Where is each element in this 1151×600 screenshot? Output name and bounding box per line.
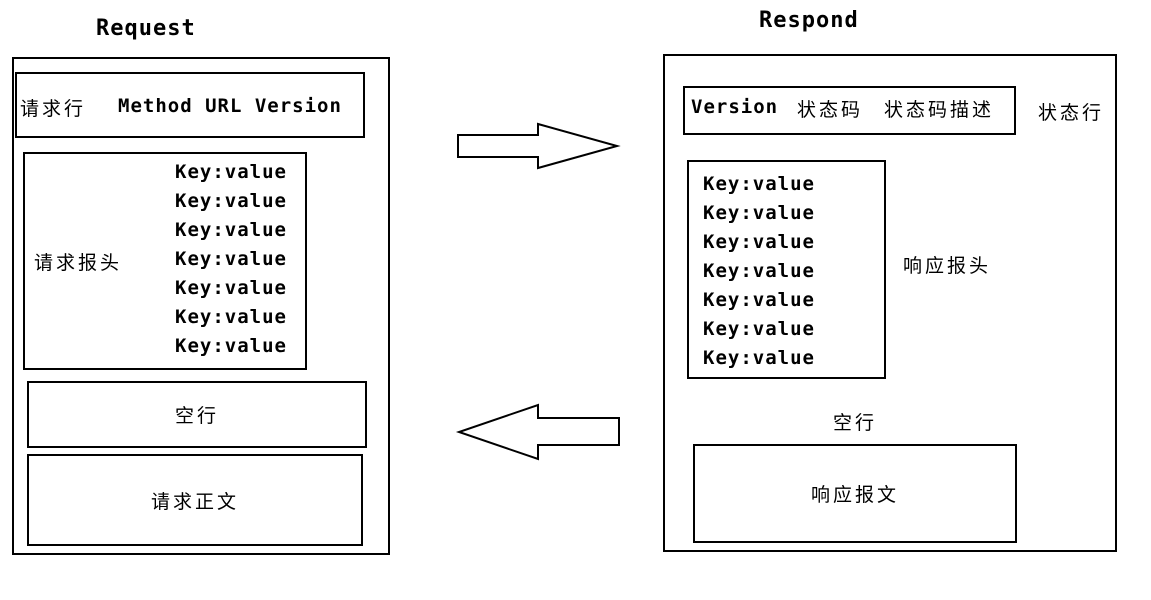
response-header-item: Key:value: [703, 173, 815, 195]
status-line-box: Version 状态码 状态码描述: [683, 86, 1016, 135]
response-headers-list: Key:value Key:value Key:value Key:value …: [703, 170, 815, 373]
request-headers-box: 请求报头 Key:value Key:value Key:value Key:v…: [23, 152, 307, 370]
request-header-item: Key:value: [175, 190, 287, 212]
response-header-item: Key:value: [703, 347, 815, 369]
status-line-desc: 状态码描述: [884, 99, 995, 121]
request-blank-line-box: 空行: [27, 381, 367, 448]
response-headers-box: Key:value Key:value Key:value Key:value …: [687, 160, 886, 379]
response-body-label: 响应报文: [810, 484, 899, 506]
response-header-item: Key:value: [703, 318, 815, 340]
response-body-box: 响应报文: [693, 444, 1017, 543]
request-line-label: 请求行: [20, 98, 87, 120]
status-line-code: 状态码: [797, 99, 864, 121]
status-line-version: Version: [691, 96, 779, 118]
request-header-item: Key:value: [175, 306, 287, 328]
right-arrow-icon: [457, 122, 621, 170]
request-body-box: 请求正文: [27, 454, 363, 546]
request-headers-label: 请求报头: [34, 252, 123, 274]
request-header-item: Key:value: [175, 219, 287, 241]
status-line-label: 状态行: [1038, 102, 1105, 124]
response-header-item: Key:value: [703, 231, 815, 253]
request-header-item: Key:value: [175, 248, 287, 270]
request-headers-list: Key:value Key:value Key:value Key:value …: [175, 158, 287, 361]
response-header-item: Key:value: [703, 260, 815, 282]
request-body-label: 请求正文: [150, 490, 239, 513]
request-header-item: Key:value: [175, 277, 287, 299]
request-blank-line-label: 空行: [174, 405, 219, 427]
request-title: Request: [96, 16, 196, 41]
response-blank-line-label: 空行: [833, 412, 878, 434]
response-header-item: Key:value: [703, 202, 815, 224]
response-header-item: Key:value: [703, 289, 815, 311]
request-header-item: Key:value: [175, 161, 287, 183]
left-arrow-icon: [455, 403, 620, 461]
request-header-item: Key:value: [175, 335, 287, 357]
request-line-box: 请求行 Method URL Version: [15, 72, 365, 138]
request-line-content: Method URL Version: [118, 95, 342, 117]
response-headers-label: 响应报头: [903, 255, 992, 277]
respond-title: Respond: [759, 8, 859, 33]
